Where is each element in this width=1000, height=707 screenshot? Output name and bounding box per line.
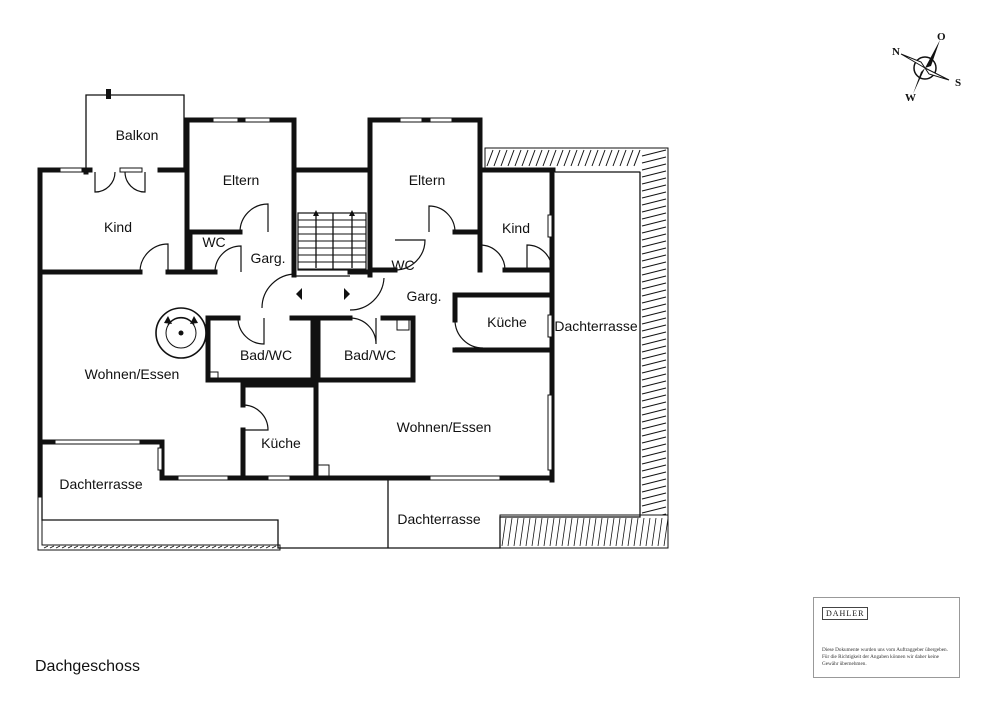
doors [94,171,553,431]
compass-n: N [892,46,900,58]
spiral-stair [155,307,207,359]
label-eltern-left: Eltern [223,172,260,188]
walls [37,89,555,498]
label-wc-right: WC [391,257,414,273]
label-garg-left: Garg. [250,250,285,266]
compass-w: W [905,92,916,104]
label-bad-right: Bad/WC [344,347,396,363]
compass-s: S [955,77,961,89]
room-labels: Balkon Kind Eltern WC Garg. Eltern Kind … [59,127,637,527]
label-kueche-left: Küche [261,435,301,451]
label-dachterrasse-right: Dachterrasse [554,318,637,334]
label-garg-right: Garg. [406,288,441,304]
floor-title: Dachgeschoss [35,658,140,675]
disclaimer-text: Diese Dokumente wurden uns vom Auftragge… [822,647,948,667]
disclaimer-box: DAHLER Diese Dokumente wurden uns vom Au… [813,597,960,678]
compass-icon: N O S W [892,31,961,104]
label-eltern-right: Eltern [409,172,446,188]
label-wohnen-left: Wohnen/Essen [85,366,180,382]
label-dachterrasse-left: Dachterrasse [59,476,142,492]
stairs [297,210,367,271]
label-balkon: Balkon [116,127,159,143]
roof-hatching [37,147,669,551]
label-kind-left: Kind [104,219,132,235]
brand-logo: DAHLER [822,607,869,620]
label-kueche-right: Küche [487,314,527,330]
label-kind-right: Kind [502,220,530,236]
windows [54,117,553,481]
label-wc-left: WC [202,234,225,250]
label-dachterrasse-bottom: Dachterrasse [397,511,480,527]
label-bad-left: Bad/WC [240,347,292,363]
label-wohnen-right: Wohnen/Essen [397,419,492,435]
compass-o: O [937,31,946,43]
